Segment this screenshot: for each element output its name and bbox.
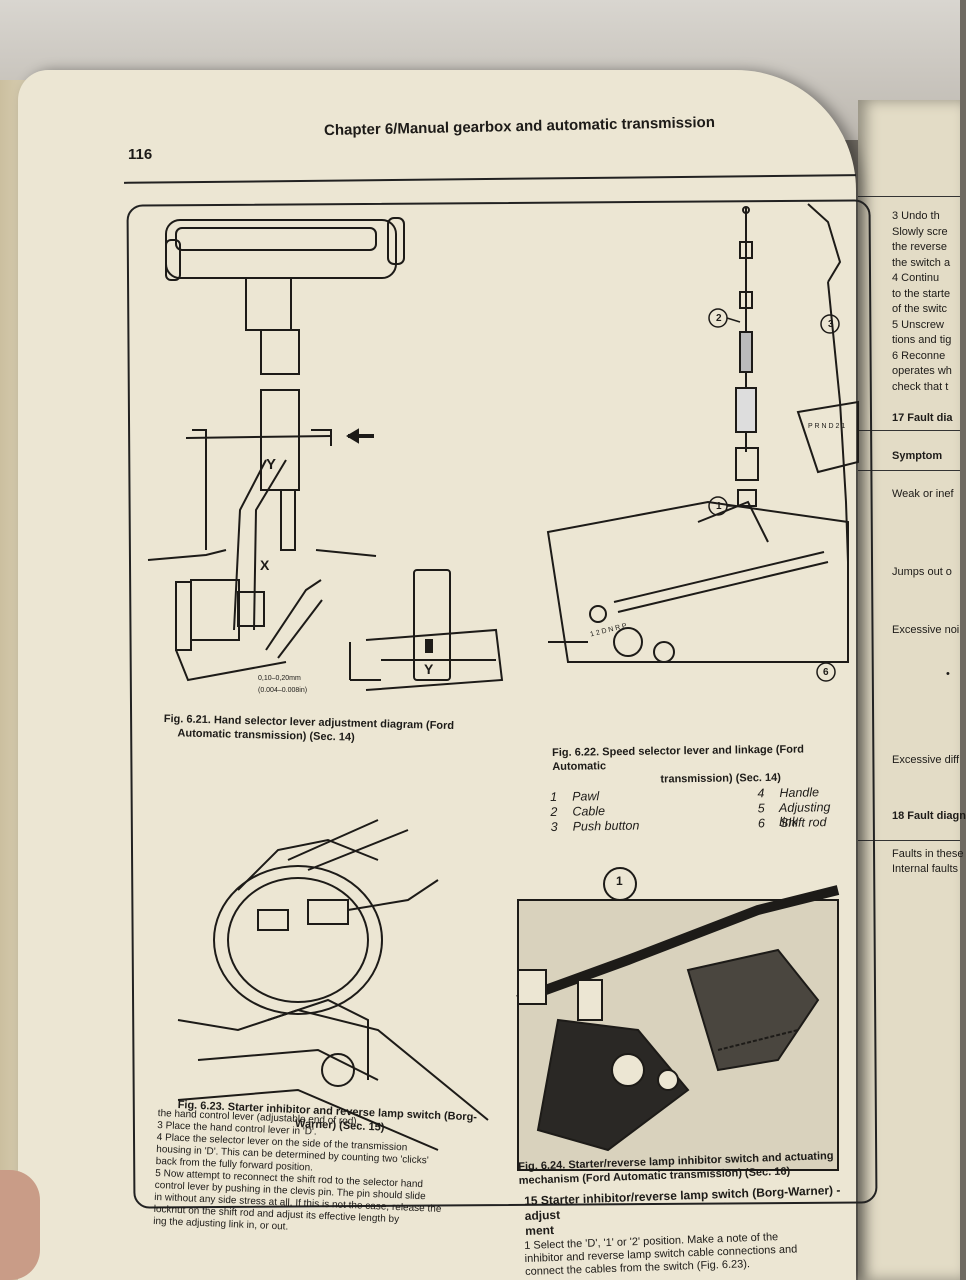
fig-6-22-callout-3: 3 [828, 319, 834, 330]
facing-page-rule [858, 470, 960, 471]
thumb [0, 1170, 40, 1280]
facing-page-symptom-header: Symptom [892, 450, 943, 462]
facing-page-symptom: Jumps out o [892, 566, 952, 578]
body-text-sec14: the hand control lever (adjustable end o… [153, 1108, 498, 1242]
chapter-title: Chapter 6/Manual gearbox and automatic t… [323, 113, 716, 140]
facing-page-heading-18: 18 Fault diagn [892, 810, 966, 822]
facing-page-line: check that t [892, 380, 949, 393]
facing-page-rule [858, 430, 960, 431]
facing-page-fault-line: Internal faults [892, 863, 959, 875]
fig-6-22-callout-6: 6 [823, 667, 829, 678]
facing-page-line: Slowly scre [892, 225, 948, 238]
facing-page: 3 Undo th Slowly scre the reverse the switc… [858, 100, 966, 1280]
facing-page-line: of the switc [892, 303, 948, 315]
facing-page-rule [858, 196, 960, 197]
fig-6-21-label-y-detail: Y [424, 661, 434, 677]
fig-6-22-callout-1: 1 [716, 501, 722, 512]
facing-page-line: operates wh [892, 365, 952, 377]
fig-6-22-caption: Fig. 6.22. Speed selector lever and link… [552, 743, 805, 786]
facing-page-symptom: Excessive noi [892, 624, 960, 636]
facing-page-line: 4 Continu [892, 272, 940, 284]
fig-6-24-callout-1: 1 [616, 874, 623, 888]
fig-6-21-diagram [147, 217, 504, 691]
facing-page-rule [858, 840, 960, 841]
facing-page-heading-17: 17 Fault dia [892, 412, 953, 424]
facing-page-symptom: Excessive diff [892, 754, 960, 766]
fig-6-22-callout-2: 2 [716, 313, 722, 324]
fig-6-21-tolerance-mm: 0,10–0,20mm [258, 675, 301, 682]
facing-page-line: the switch a [892, 256, 951, 269]
facing-page-fault-line: Faults in these [892, 848, 964, 860]
bullet-icon: • [946, 668, 950, 680]
facing-page-line: to the starte [892, 287, 951, 300]
facing-page-line: 5 Unscrew [892, 318, 944, 331]
fig-6-22-gear-letters: P R N D 2 1 [808, 423, 846, 430]
facing-page-line: the reverse [892, 241, 948, 253]
fig-6-21-label-x: X [260, 557, 270, 573]
header-rule [124, 174, 856, 184]
fig-6-24-drawing [516, 885, 840, 1171]
page-number: 116 [128, 146, 153, 163]
fig-6-21-label-y: Y [266, 456, 277, 473]
fig-6-21-tolerance-in: (0.004–0.008in) [258, 687, 308, 694]
book-page: 116 Chapter 6/Manual gearbox and automat… [18, 70, 878, 1280]
facing-page-line: tions and tig [892, 334, 952, 346]
facing-page-symptom: Weak or inef [892, 488, 954, 500]
fig-6-23-drawing [177, 819, 489, 1151]
fig-6-22-diagram [546, 203, 859, 682]
facing-page-line: 6 Reconne [892, 349, 946, 362]
facing-page-line: 3 Undo th [892, 210, 940, 222]
fig-6-24-callout-circle [603, 867, 637, 901]
